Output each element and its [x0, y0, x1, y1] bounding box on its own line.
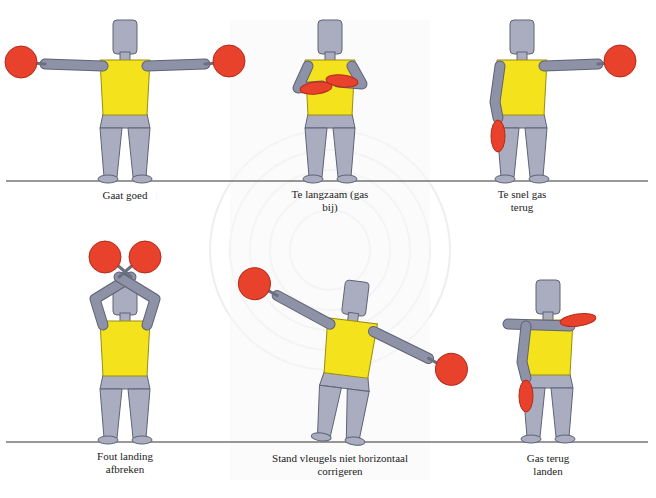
signal-caption: Te langzaam (gas bij)	[291, 188, 369, 213]
signal-figure	[89, 241, 161, 444]
signal-figure	[508, 280, 597, 443]
signal-caption: Gas terug landen	[519, 452, 577, 477]
signal-caption: Gaat goed	[80, 189, 170, 202]
signal-figure	[221, 266, 477, 458]
watermark	[210, 20, 450, 480]
signal-figure	[5, 20, 245, 183]
signal-caption: Stand vleugels niet horizontaal corriger…	[250, 452, 430, 477]
signal-caption: Fout landing afbreken	[89, 450, 161, 475]
signal-figure	[298, 20, 362, 183]
signal-figure	[491, 20, 636, 183]
signal-caption: Te snel gas terug	[493, 188, 551, 213]
